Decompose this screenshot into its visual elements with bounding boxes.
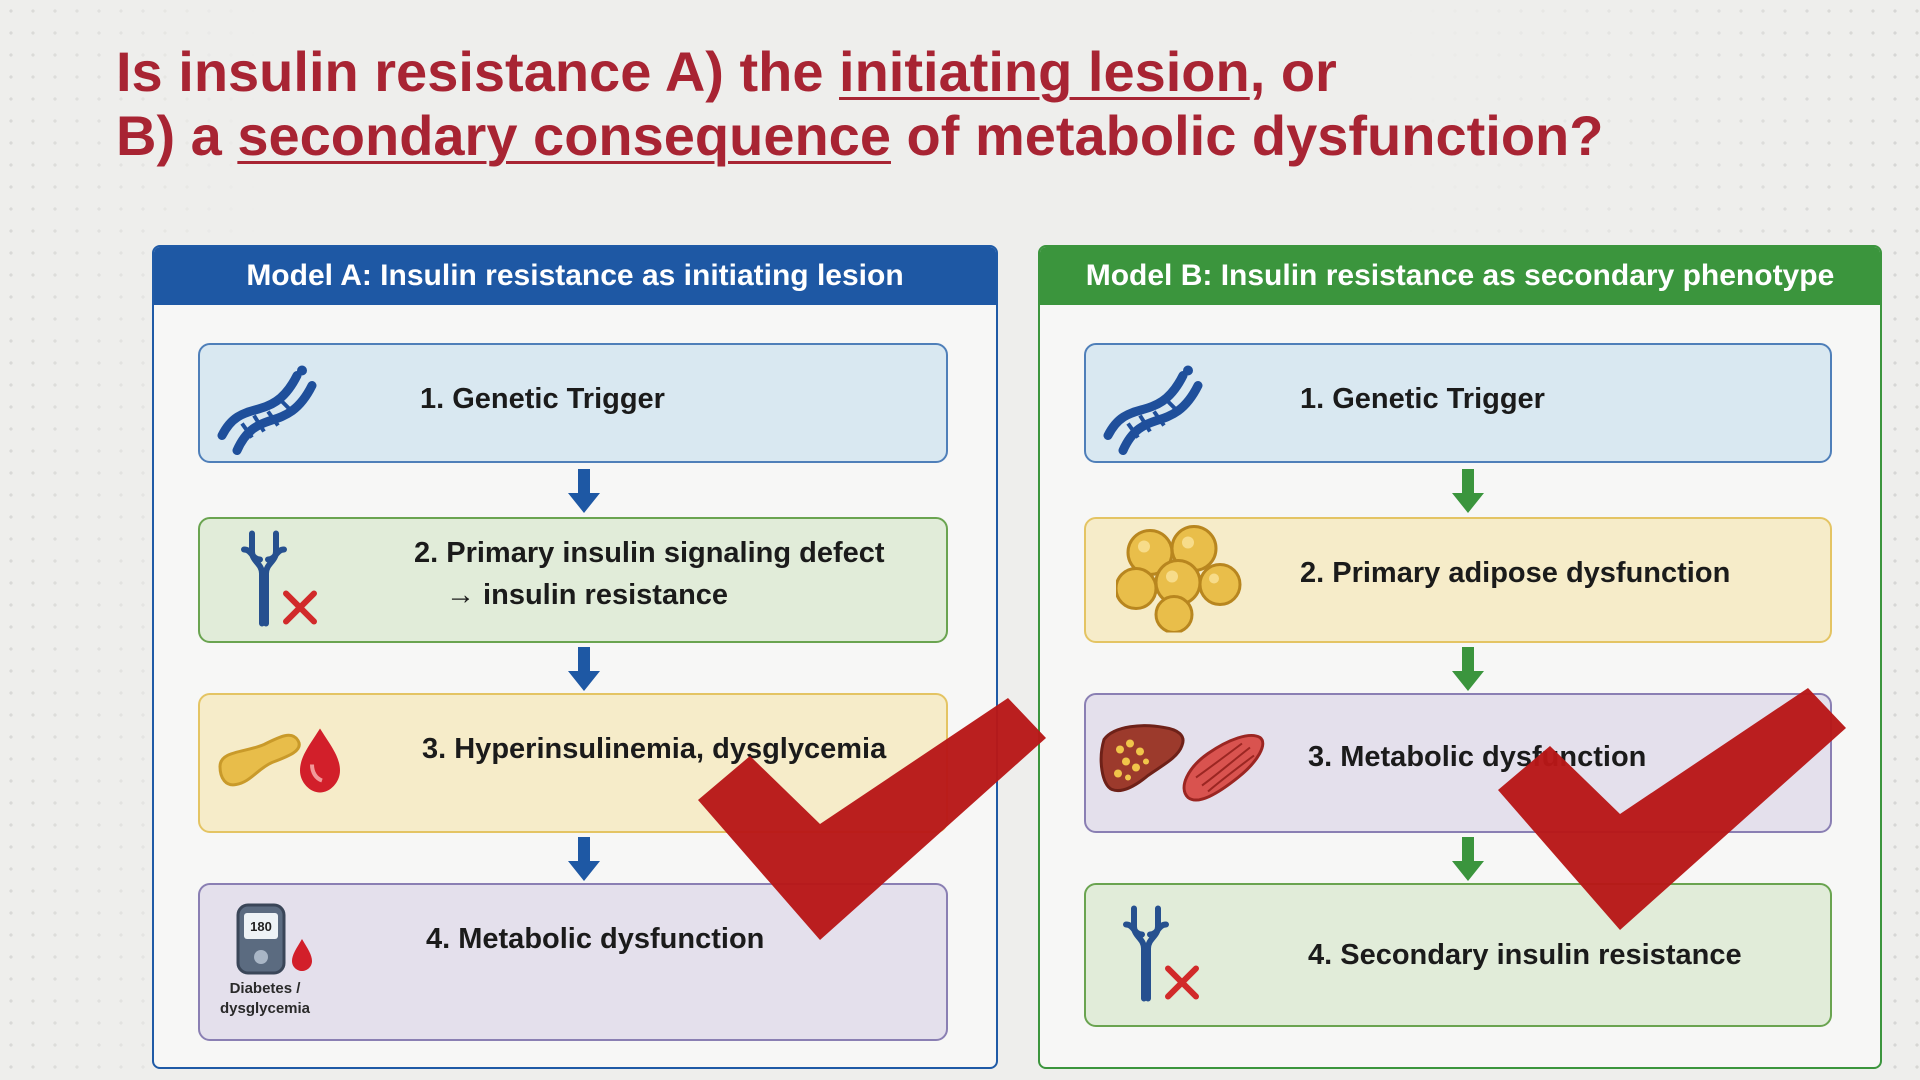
insulin-receptor-blocked-icon	[1116, 903, 1206, 1008]
model-a-step-2-label: 2. Primary insulin signaling defect	[414, 537, 885, 569]
model-a-step-3: 3. Hyperinsulinemia, dysglycemia	[198, 693, 948, 833]
liver-muscle-icon	[1098, 716, 1268, 811]
dna-icon	[1098, 346, 1208, 461]
down-arrow-icon	[1452, 469, 1484, 513]
model-a-step-2: 2. Primary insulin signaling defect → in…	[198, 517, 948, 643]
slide-title: Is insulin resistance A) the initiating …	[116, 40, 1604, 167]
down-arrow-icon	[568, 647, 600, 691]
model-b-step-2: 2. Primary adipose dysfunction	[1084, 517, 1832, 643]
model-b-step-3-label: 3. Metabolic dysfunction	[1308, 741, 1647, 773]
model-b-step-4-label: 4. Secondary insulin resistance	[1308, 939, 1742, 971]
model-b-header: Model B: Insulin resistance as secondary…	[1040, 247, 1880, 305]
model-b-step-4: 4. Secondary insulin resistance	[1084, 883, 1832, 1027]
model-a-header: Model A: Insulin resistance as initiatin…	[154, 247, 996, 305]
model-b-step-1-label: 1. Genetic Trigger	[1300, 383, 1545, 415]
model-b-step-2-label: 2. Primary adipose dysfunction	[1300, 557, 1731, 589]
model-a-step-4-label: 4. Metabolic dysfunction	[426, 923, 765, 955]
down-arrow-icon	[568, 837, 600, 881]
dna-icon	[212, 346, 322, 461]
glucose-meter-icon: 180	[206, 901, 326, 996]
underlined-initiating-lesion: initiating lesion	[839, 40, 1250, 103]
down-arrow-icon	[1452, 837, 1484, 881]
model-a-panel: Model A: Insulin resistance as initiatin…	[152, 245, 998, 1069]
checkmark-icon	[698, 698, 1046, 940]
model-b-step-1: 1. Genetic Trigger	[1084, 343, 1832, 463]
model-a-step-1: 1. Genetic Trigger	[198, 343, 948, 463]
model-a-step-1-label: 1. Genetic Trigger	[420, 383, 665, 415]
pancreas-blood-drop-icon	[214, 721, 344, 806]
model-a-step-3-label: 3. Hyperinsulinemia, dysglycemia	[422, 733, 887, 765]
model-b-panel: Model B: Insulin resistance as secondary…	[1038, 245, 1882, 1069]
meter-caption: Diabetes / dysglycemia	[219, 980, 311, 1017]
insulin-receptor-blocked-icon	[234, 528, 324, 633]
down-arrow-icon	[568, 469, 600, 513]
model-a-step-2-label-line2: → insulin resistance	[446, 579, 729, 611]
underlined-secondary-consequence: secondary consequence	[237, 104, 891, 167]
meter-value: 180	[250, 919, 272, 934]
adipocytes-icon	[1114, 523, 1246, 638]
down-arrow-icon	[1452, 647, 1484, 691]
checkmark-icon	[1498, 688, 1846, 930]
